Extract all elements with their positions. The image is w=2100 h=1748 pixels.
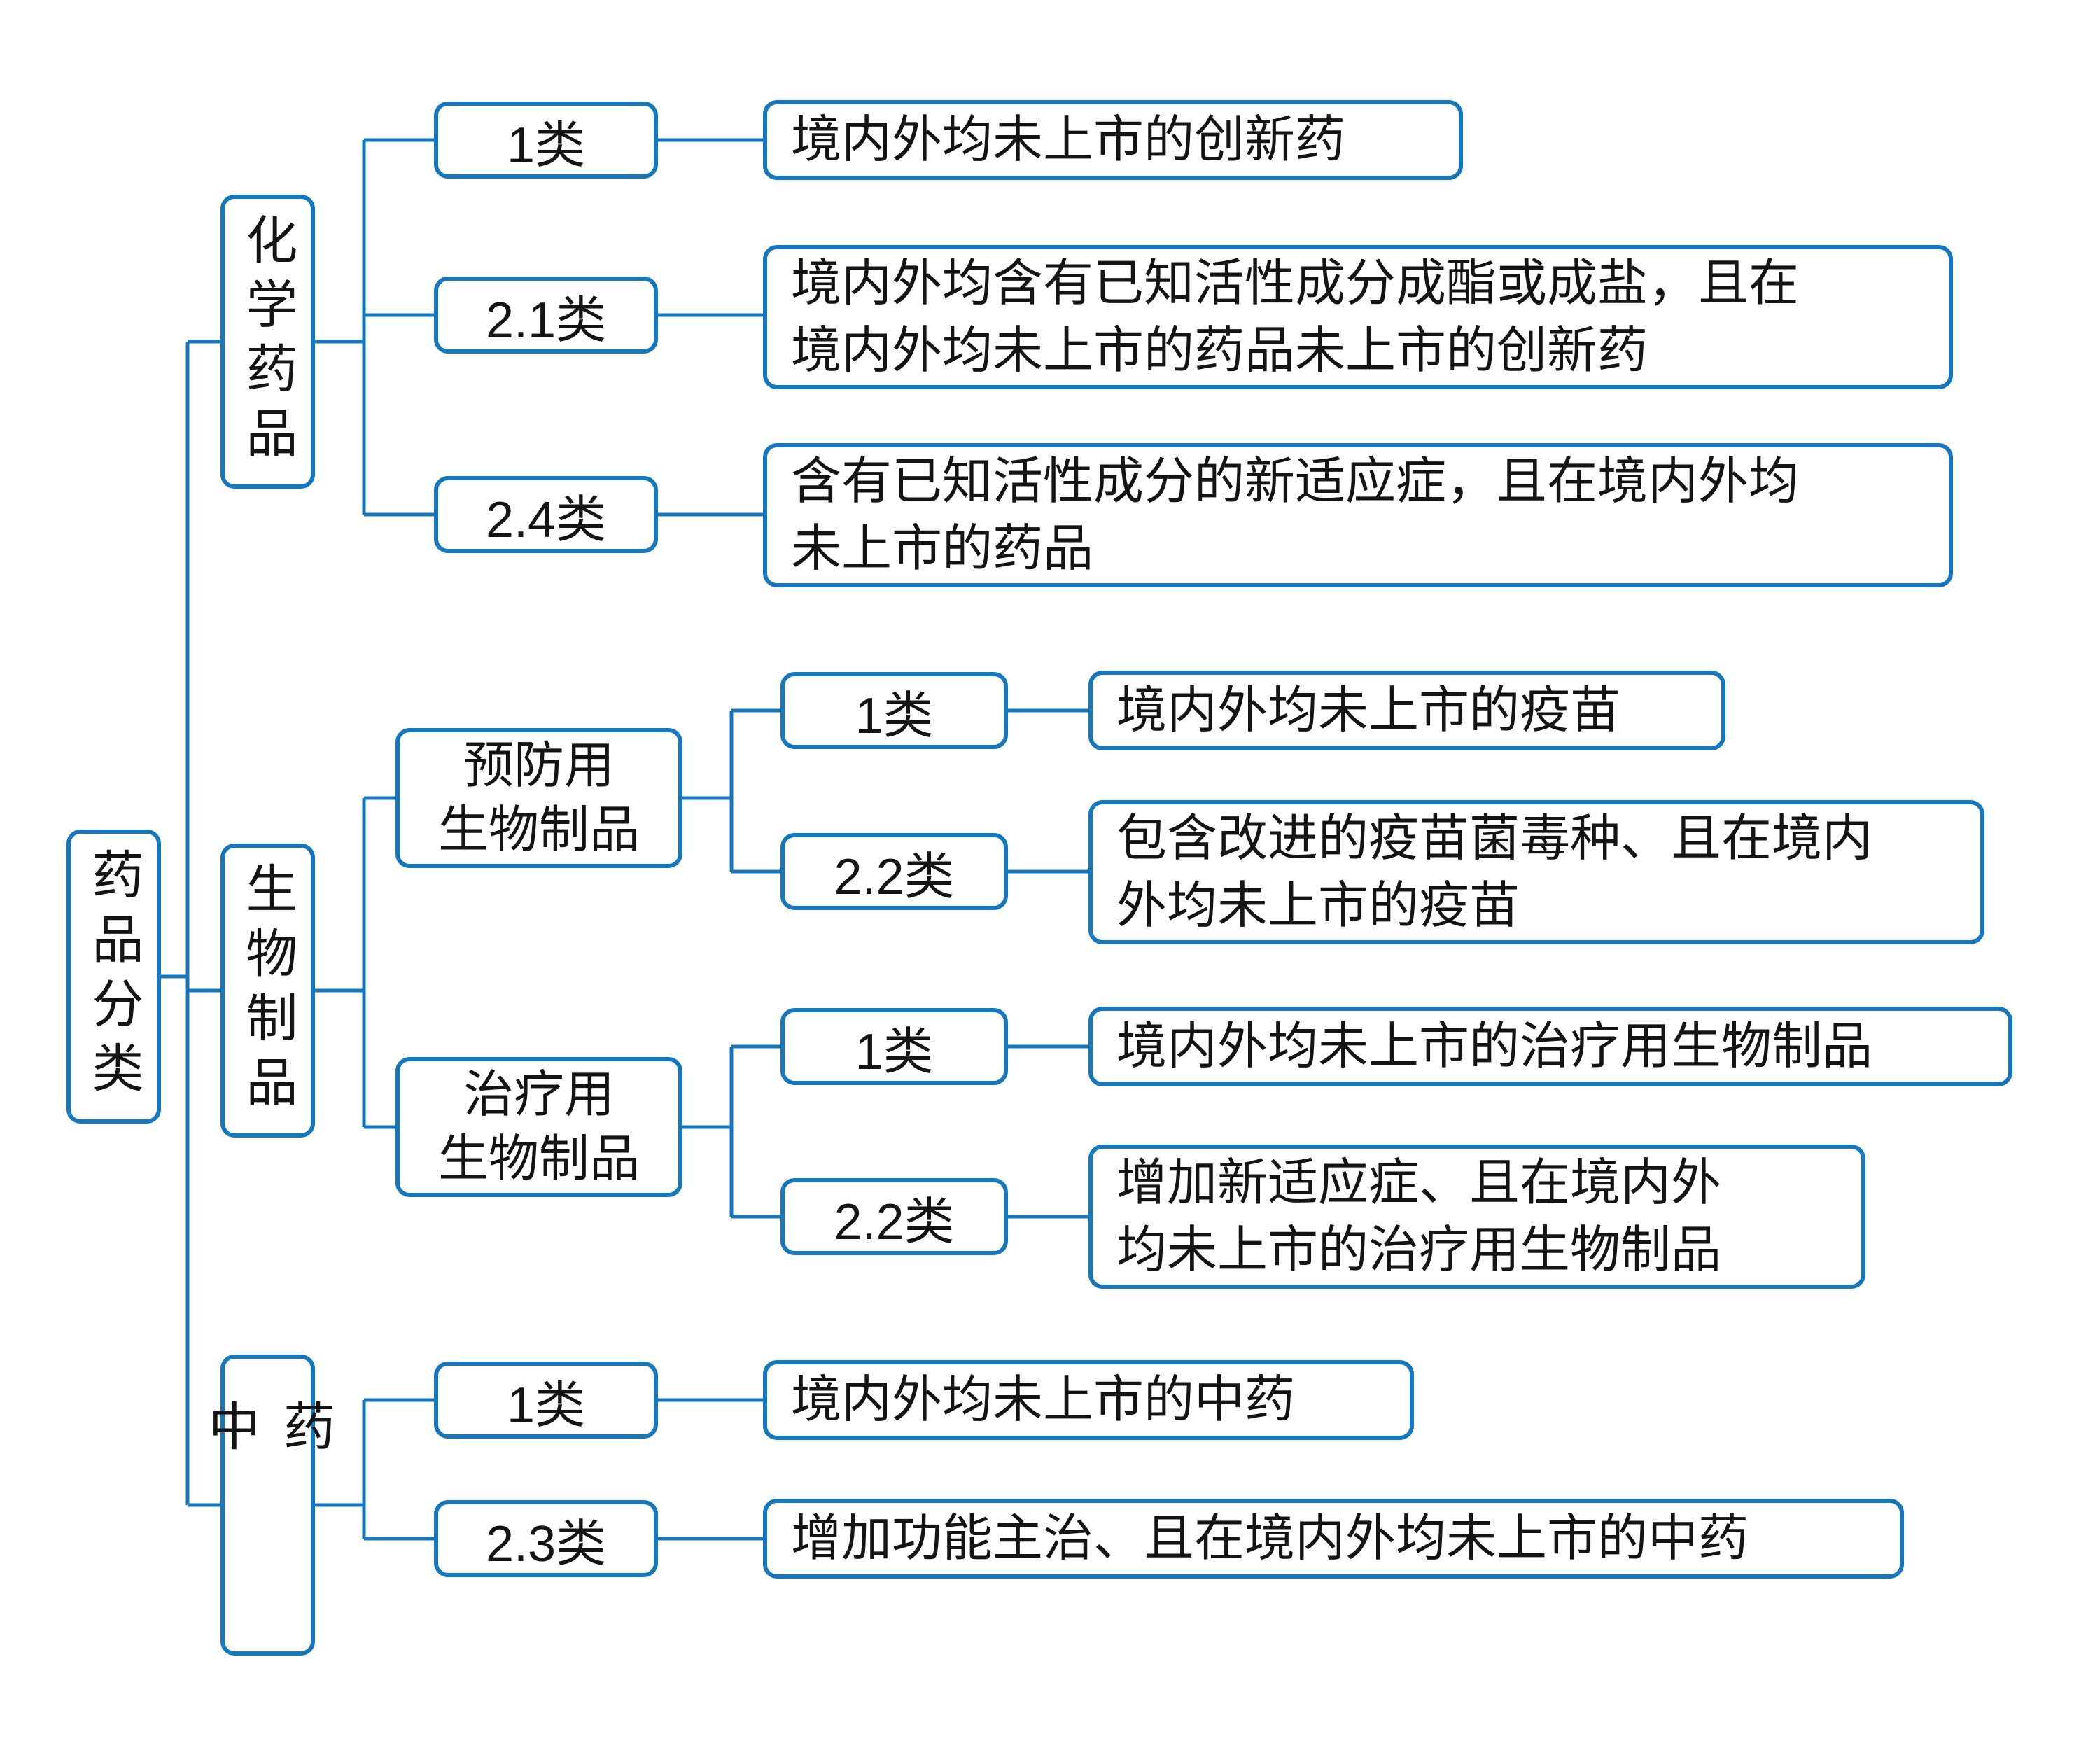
prev-bio-class-1-desc: 境内外均未上市的疫苗 [1088, 671, 1726, 750]
root-node: 药品分类 [66, 830, 161, 1124]
tcm-connectors [315, 1398, 763, 1541]
ther-bio-class-1: 1类 [780, 1008, 1008, 1085]
ther-bio-class-2-2-desc: 增加新适应症、且在境内外 均未上市的治疗用生物制品 [1088, 1145, 1865, 1289]
tcm-class-2-3: 2.3类 [434, 1500, 658, 1577]
branch-tcm: 中药 [202, 1355, 335, 1656]
subgroup-therapeutic-bio: 治疗用 生物制品 [396, 1057, 682, 1197]
prev-bio-class-2-2: 2.2类 [780, 833, 1008, 910]
prev-bio-class-2-2-desc: 包含改进的疫苗菌毒种、且在境内 外均未上市的疫苗 [1088, 800, 1984, 944]
chem-class-2-1-desc: 境内外均含有已知活性成分成酯或成盐，且在 境内外均未上市的药品未上市的创新药 [763, 245, 1953, 389]
prev-bio-class-1: 1类 [780, 672, 1008, 749]
ther-bio-class-1-desc: 境内外均未上市的治疗用生物制品 [1088, 1007, 2012, 1086]
bio-connectors [315, 708, 1088, 1219]
chem-class-1-desc: 境内外均未上市的创新药 [763, 100, 1463, 180]
root-connectors [161, 340, 220, 1507]
tcm-class-1: 1类 [434, 1362, 658, 1439]
ther-bio-class-2-2: 2.2类 [780, 1178, 1008, 1255]
branch-biological-products: 生物制品 [220, 844, 315, 1138]
chem-connectors [315, 138, 763, 517]
tcm-class-1-desc: 境内外均未上市的中药 [763, 1360, 1414, 1440]
tcm-class-2-3-desc: 增加功能主治、且在境内外均未上市的中药 [763, 1499, 1904, 1579]
chem-class-1: 1类 [434, 102, 658, 179]
chem-class-2-1: 2.1类 [434, 277, 658, 354]
subgroup-preventive-bio: 预防用 生物制品 [396, 728, 682, 868]
chem-class-2-4-desc: 含有已知活性成分的新适应症，且在境内外均 未上市的药品 [763, 443, 1953, 587]
branch-chemical-drugs: 化学药品 [220, 195, 315, 489]
chem-class-2-4: 2.4类 [434, 476, 658, 553]
